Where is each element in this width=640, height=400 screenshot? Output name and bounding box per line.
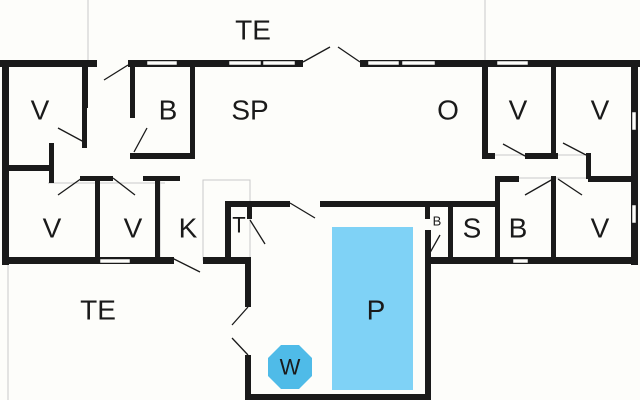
label-bathroom-2: B: [509, 213, 528, 244]
label-whirlpool: W: [280, 355, 301, 380]
label-dining: SP: [231, 95, 268, 126]
label-bedroom-2: V: [509, 95, 528, 126]
label-living: O: [437, 95, 459, 126]
label-bedroom-6: V: [591, 213, 610, 244]
whirlpool-basin: [268, 345, 312, 389]
label-bedroom-3: V: [591, 95, 610, 126]
pool-basin: [332, 227, 413, 390]
walls: [0, 60, 640, 400]
label-bedroom-4: V: [43, 213, 62, 244]
door-swings: [57, 46, 587, 356]
label-terrace-bottom: TE: [80, 295, 116, 326]
label-bathroom-1: B: [159, 95, 178, 126]
label-bedroom-1: V: [31, 95, 50, 126]
label-sauna: S: [463, 213, 482, 244]
label-bedroom-5: V: [124, 213, 143, 244]
label-terrace-top: TE: [235, 15, 271, 46]
label-toilet: T: [232, 213, 245, 238]
label-bathroom-small: B: [433, 214, 442, 229]
label-kitchen: K: [179, 213, 198, 244]
label-pool: P: [367, 295, 386, 326]
windows: [99, 60, 637, 264]
